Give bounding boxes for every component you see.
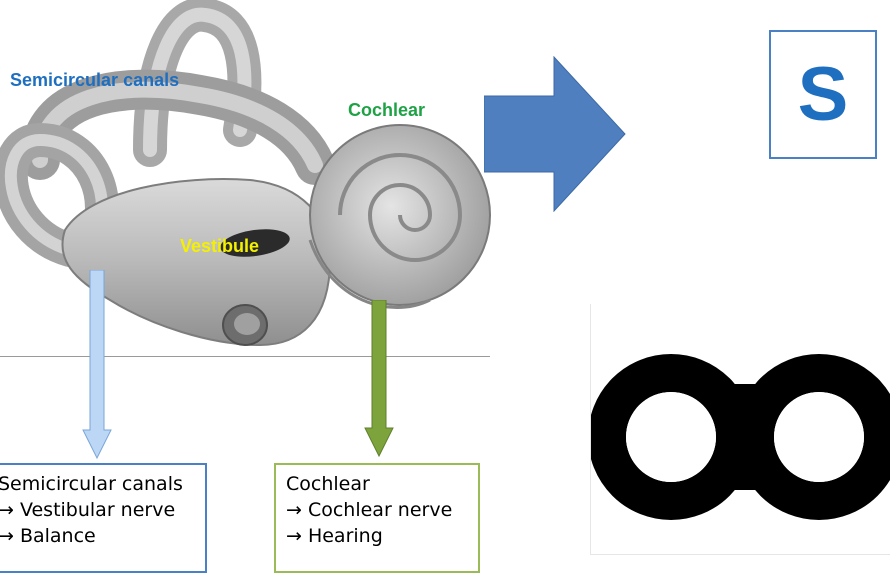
inner-ear-illustration — [0, 0, 500, 370]
label-cochlear: Cochlear — [348, 100, 425, 121]
semicircular-canals-box: Semicircular canals → Vestibular nerve →… — [0, 463, 207, 573]
divider-line — [0, 356, 490, 357]
label-semicircular-canals: Semicircular canals — [10, 70, 179, 91]
box-line: → Cochlear nerve — [286, 497, 478, 523]
down-arrow-icon — [82, 270, 112, 460]
label-vestibule: Vestibule — [180, 236, 259, 257]
right-arrow-icon — [484, 56, 626, 212]
box-line: Cochlear — [286, 471, 478, 497]
box-line: → Vestibular nerve — [0, 497, 205, 523]
cochlear-box: Cochlear → Cochlear nerve → Hearing — [274, 463, 480, 573]
down-arrow-icon — [364, 300, 394, 458]
box-line: Semicircular canals — [0, 471, 205, 497]
s-letter: S — [798, 57, 849, 133]
box-line: → Hearing — [286, 523, 478, 549]
infinity-icon — [591, 304, 890, 554]
infinity-panel — [590, 304, 890, 555]
s-symbol-box: S — [769, 30, 877, 159]
box-line: → Balance — [0, 523, 205, 549]
